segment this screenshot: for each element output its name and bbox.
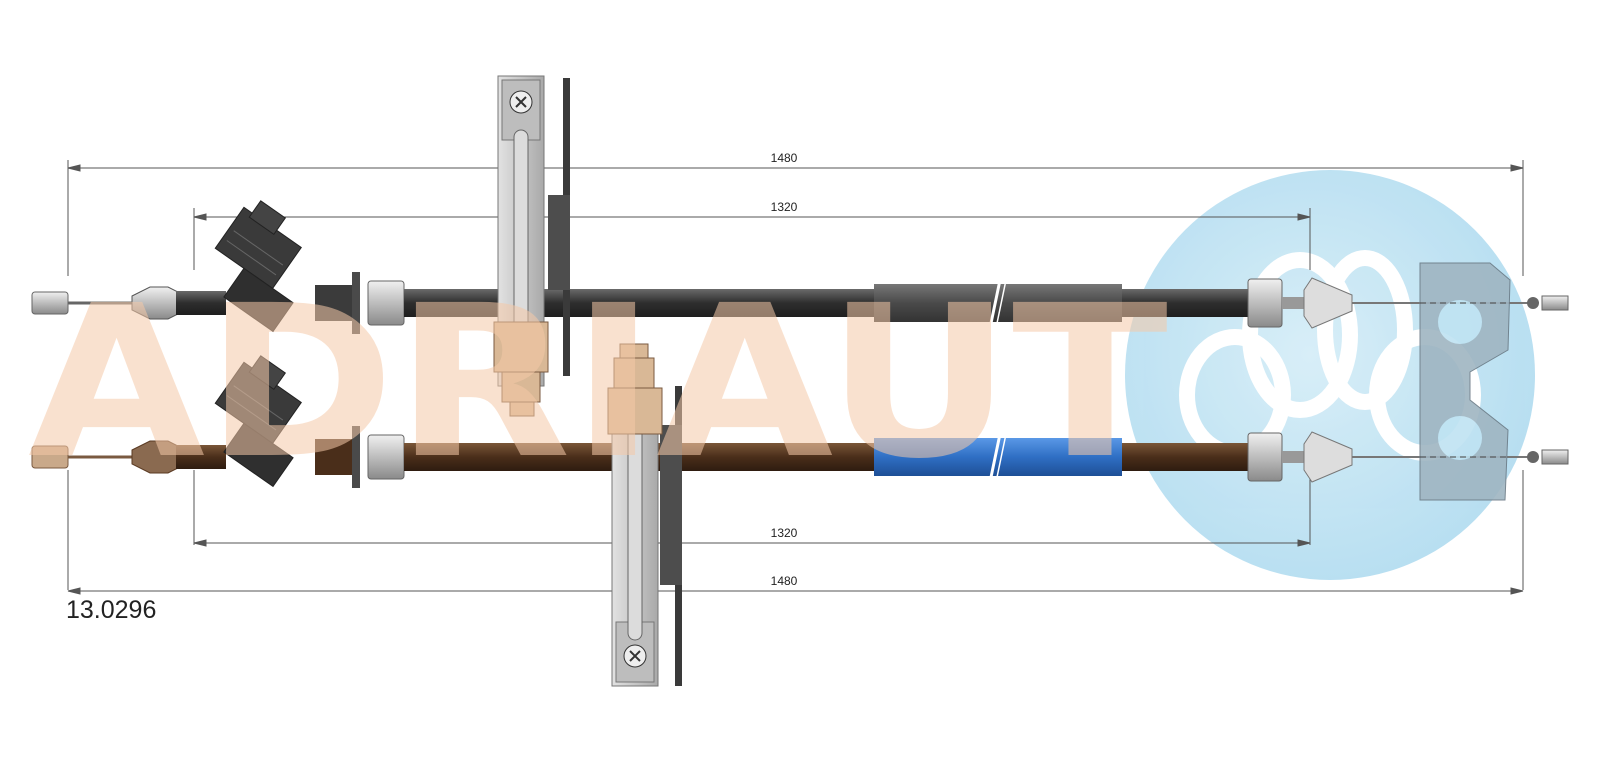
upper-bracket-clip <box>493 321 549 373</box>
equalizer-plate <box>1419 262 1511 501</box>
top-cable-assembly <box>31 200 1569 334</box>
lower-mounting-bracket <box>607 343 682 687</box>
dimension-lines <box>67 160 1524 595</box>
top-cable-outer <box>404 289 874 317</box>
dim-label-bottom-overall: 1480 <box>771 574 798 588</box>
dim-label-bottom-inner: 1320 <box>771 526 798 540</box>
upper-mounting-bracket <box>493 75 570 417</box>
part-number: 13.0296 <box>66 596 157 624</box>
dim-label-top-inner: 1320 <box>771 200 798 214</box>
watermark-logo <box>1125 170 1535 580</box>
lower-bracket-clip <box>607 387 663 435</box>
dim-label-top-overall: 1480 <box>771 151 798 165</box>
bottom-left-connector <box>214 355 302 488</box>
watermark-text: ADRIAUT <box>28 260 1168 505</box>
top-left-connector <box>214 200 302 333</box>
